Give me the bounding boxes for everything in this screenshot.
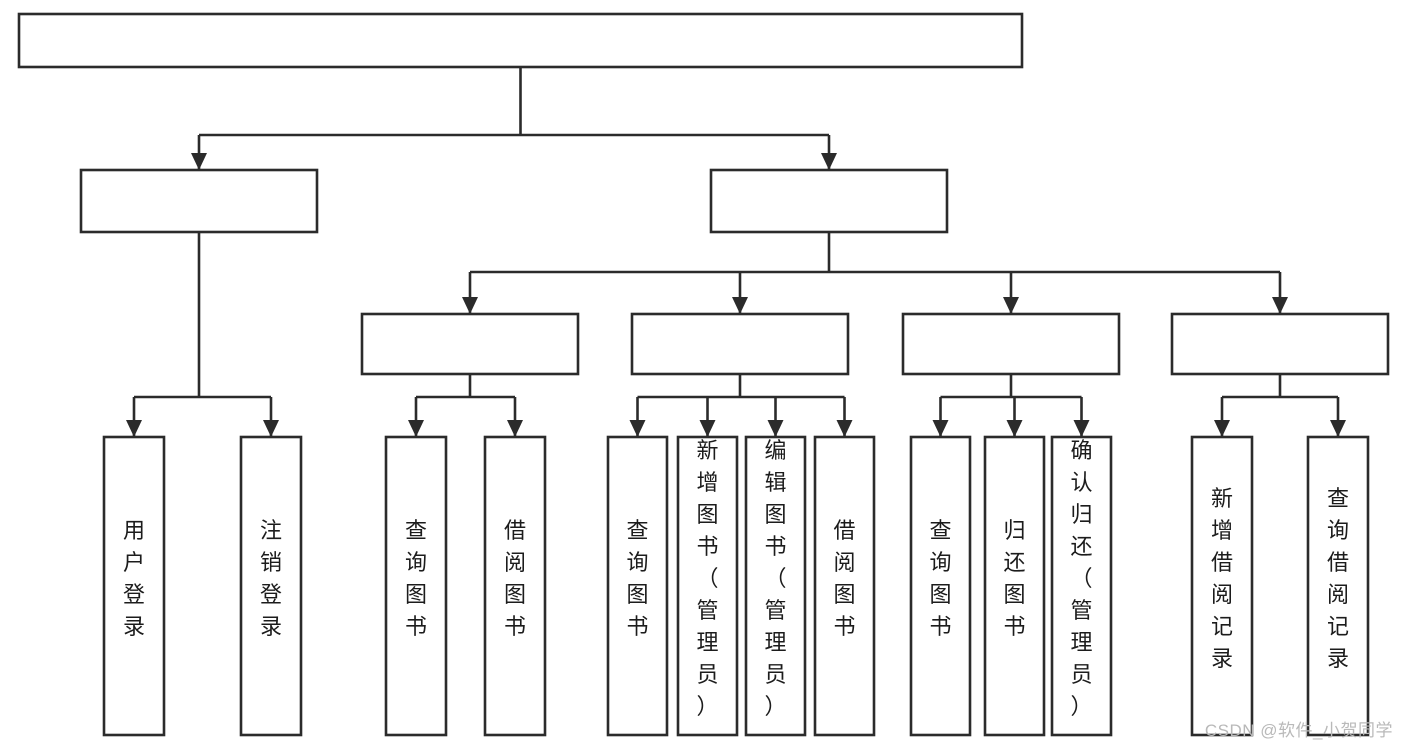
node-box[interactable] bbox=[79, 168, 319, 234]
arrow-head-icon bbox=[1272, 297, 1288, 314]
connector-group bbox=[191, 67, 837, 170]
node-label: 查询图书 bbox=[405, 518, 427, 639]
node-borrow-record[interactable] bbox=[1170, 312, 1390, 376]
node-box[interactable] bbox=[630, 312, 850, 376]
arrow-head-icon bbox=[263, 420, 279, 437]
node-box[interactable] bbox=[483, 435, 547, 737]
node-leaf-query-book-rec[interactable]: 查询图书 bbox=[384, 435, 448, 737]
node-leaf-query-book-bb[interactable]: 查询图书 bbox=[606, 435, 669, 737]
node-book-borrow[interactable] bbox=[630, 312, 850, 376]
arrow-head-icon bbox=[1003, 297, 1019, 314]
node-label: 借阅图书 bbox=[833, 518, 855, 639]
node-leaf-add-record[interactable]: 新增借阅记录 bbox=[1190, 435, 1254, 737]
arrow-head-icon bbox=[408, 420, 424, 437]
node-leaf-user-logout[interactable]: 注销登录 bbox=[239, 435, 303, 737]
node-box[interactable] bbox=[676, 435, 739, 737]
node-box[interactable] bbox=[813, 435, 876, 737]
arrow-head-icon bbox=[732, 297, 748, 314]
node-box[interactable] bbox=[239, 435, 303, 737]
arrow-head-icon bbox=[1006, 420, 1023, 437]
arrow-head-icon bbox=[699, 420, 716, 437]
node-label: 新增借阅记录 bbox=[1211, 486, 1233, 671]
node-box[interactable] bbox=[102, 435, 166, 737]
arrow-head-icon bbox=[126, 420, 142, 437]
arrow-head-icon bbox=[629, 420, 646, 437]
node-box[interactable] bbox=[901, 312, 1121, 376]
node-leaf-edit-book[interactable]: 编辑图书（管理员） bbox=[744, 435, 807, 737]
connector-group bbox=[932, 374, 1090, 437]
node-new-book-rec[interactable] bbox=[360, 312, 580, 376]
node-label: 确认归还（管理员） bbox=[1070, 438, 1092, 719]
node-label: 用户登录 bbox=[123, 518, 145, 639]
arrow-head-icon bbox=[507, 420, 523, 437]
node-label: 查询图书 bbox=[626, 518, 648, 639]
connector-group bbox=[462, 232, 1288, 314]
arrow-head-icon bbox=[1330, 420, 1346, 437]
connector-group bbox=[126, 232, 279, 437]
arrow-head-icon bbox=[1073, 420, 1090, 437]
node-label: 新增图书（管理员） bbox=[696, 438, 718, 719]
node-layer: 用户登录 注销登录 查询图书 借阅图书 查询图书 新增图书（管理员） 编辑图书（管理员） 借阅… bbox=[17, 12, 1390, 737]
node-label: 注销登录 bbox=[260, 518, 282, 639]
node-leaf-confirm-return[interactable]: 确认归还（管理员） bbox=[1050, 435, 1113, 737]
node-leaf-query-record[interactable]: 查询借阅记录 bbox=[1306, 435, 1370, 737]
node-label: 编辑图书（管理员） bbox=[764, 438, 786, 719]
arrow-head-icon bbox=[462, 297, 478, 314]
node-box[interactable] bbox=[744, 435, 807, 737]
node-leaf-add-book[interactable]: 新增图书（管理员） bbox=[676, 435, 739, 737]
node-box[interactable] bbox=[606, 435, 669, 737]
node-box[interactable] bbox=[983, 435, 1046, 737]
node-leaf-query-book-cb[interactable]: 查询图书 bbox=[909, 435, 972, 737]
node-user-login[interactable] bbox=[79, 168, 319, 234]
arrow-head-icon bbox=[932, 420, 949, 437]
node-leaf-borrow-book-bb[interactable]: 借阅图书 bbox=[813, 435, 876, 737]
node-root[interactable] bbox=[17, 12, 1024, 69]
node-label: 查询借阅记录 bbox=[1327, 486, 1349, 671]
node-box[interactable] bbox=[709, 168, 949, 234]
node-box[interactable] bbox=[1050, 435, 1113, 737]
watermark-text: CSDN @软件_小贺同学 bbox=[1204, 721, 1393, 740]
connector-group bbox=[1214, 374, 1346, 437]
node-leaf-return-book[interactable]: 归还图书 bbox=[983, 435, 1046, 737]
node-leaf-user-login[interactable]: 用户登录 bbox=[102, 435, 166, 737]
connector-group bbox=[408, 374, 523, 437]
connector-layer bbox=[126, 67, 1346, 437]
node-box[interactable] bbox=[384, 435, 448, 737]
connector-group bbox=[629, 374, 853, 437]
node-box[interactable] bbox=[360, 312, 580, 376]
node-box[interactable] bbox=[1170, 312, 1390, 376]
node-label: 查询图书 bbox=[929, 518, 951, 639]
node-current-borrow[interactable] bbox=[901, 312, 1121, 376]
node-leaf-borrow-book-rec[interactable]: 借阅图书 bbox=[483, 435, 547, 737]
node-box[interactable] bbox=[1306, 435, 1370, 737]
arrow-head-icon bbox=[821, 153, 837, 170]
arrow-head-icon bbox=[836, 420, 853, 437]
node-box[interactable] bbox=[909, 435, 972, 737]
node-box[interactable] bbox=[17, 12, 1024, 69]
arrow-head-icon bbox=[191, 153, 207, 170]
node-book-manage[interactable] bbox=[709, 168, 949, 234]
arrow-head-icon bbox=[1214, 420, 1230, 437]
arrow-head-icon bbox=[767, 420, 784, 437]
node-label: 借阅图书 bbox=[504, 518, 526, 639]
node-label: 归还图书 bbox=[1003, 518, 1025, 639]
node-box[interactable] bbox=[1190, 435, 1254, 737]
